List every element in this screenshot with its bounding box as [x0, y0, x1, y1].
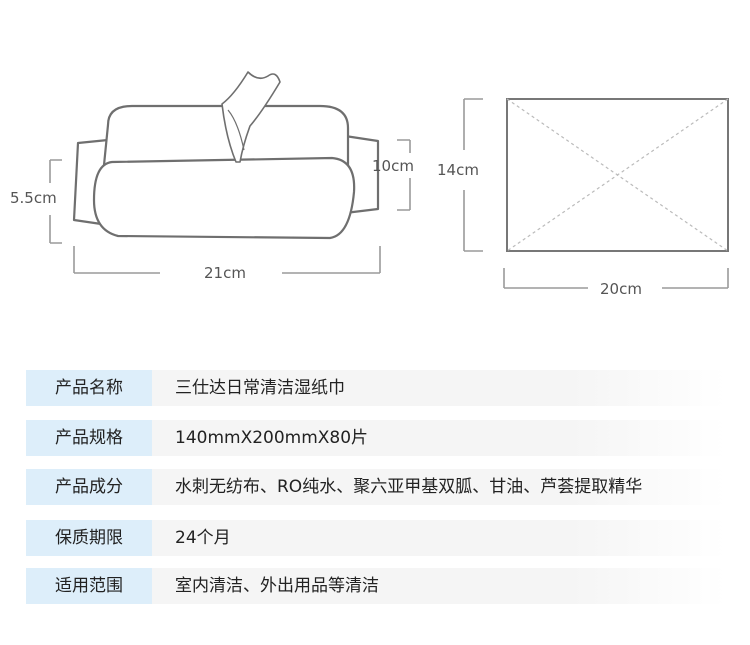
wipes-pack-illustration: [72, 71, 380, 240]
spec-value: 140mmX200mmX80片: [175, 428, 369, 448]
pack-depth-label: 10cm: [372, 157, 414, 175]
product-dimension-diagram: 5.5cm 10cm 21cm 14cm 20cm: [10, 71, 729, 298]
spec-key: 产品成分: [26, 469, 152, 505]
spec-key: 保质期限: [26, 520, 152, 556]
spec-row-size: 产品规格 140mmX200mmX80片: [26, 420, 726, 456]
sheet-dimension-lines: [463, 98, 729, 289]
sheet-width-label: 20cm: [600, 280, 642, 298]
spec-row-shelf-life: 保质期限 24个月: [26, 520, 726, 556]
spec-row-ingredients: 产品成分 水刺无纺布、RO纯水、聚六亚甲基双胍、甘油、芦荟提取精华: [26, 469, 726, 505]
sheet-illustration: [506, 98, 729, 252]
pack-length-label: 21cm: [204, 264, 246, 282]
spec-key: 产品规格: [26, 420, 152, 456]
spec-row-name: 产品名称 三仕达日常清洁湿纸巾: [26, 370, 726, 406]
spec-value: 三仕达日常清洁湿纸巾: [175, 378, 345, 398]
spec-key: 适用范围: [26, 568, 152, 604]
sheet-height-label: 14cm: [437, 161, 479, 179]
spec-key: 产品名称: [26, 370, 152, 406]
dimension-drawing: [49, 71, 729, 289]
spec-value: 24个月: [175, 528, 231, 548]
spec-value: 室内清洁、外出用品等清洁: [175, 576, 379, 596]
spec-value: 水刺无纺布、RO纯水、聚六亚甲基双胍、甘油、芦荟提取精华: [175, 477, 643, 497]
spec-row-usage: 适用范围 室内清洁、外出用品等清洁: [26, 568, 726, 604]
pack-height-label: 5.5cm: [10, 189, 57, 207]
pack-dimension-lines: [49, 139, 411, 274]
